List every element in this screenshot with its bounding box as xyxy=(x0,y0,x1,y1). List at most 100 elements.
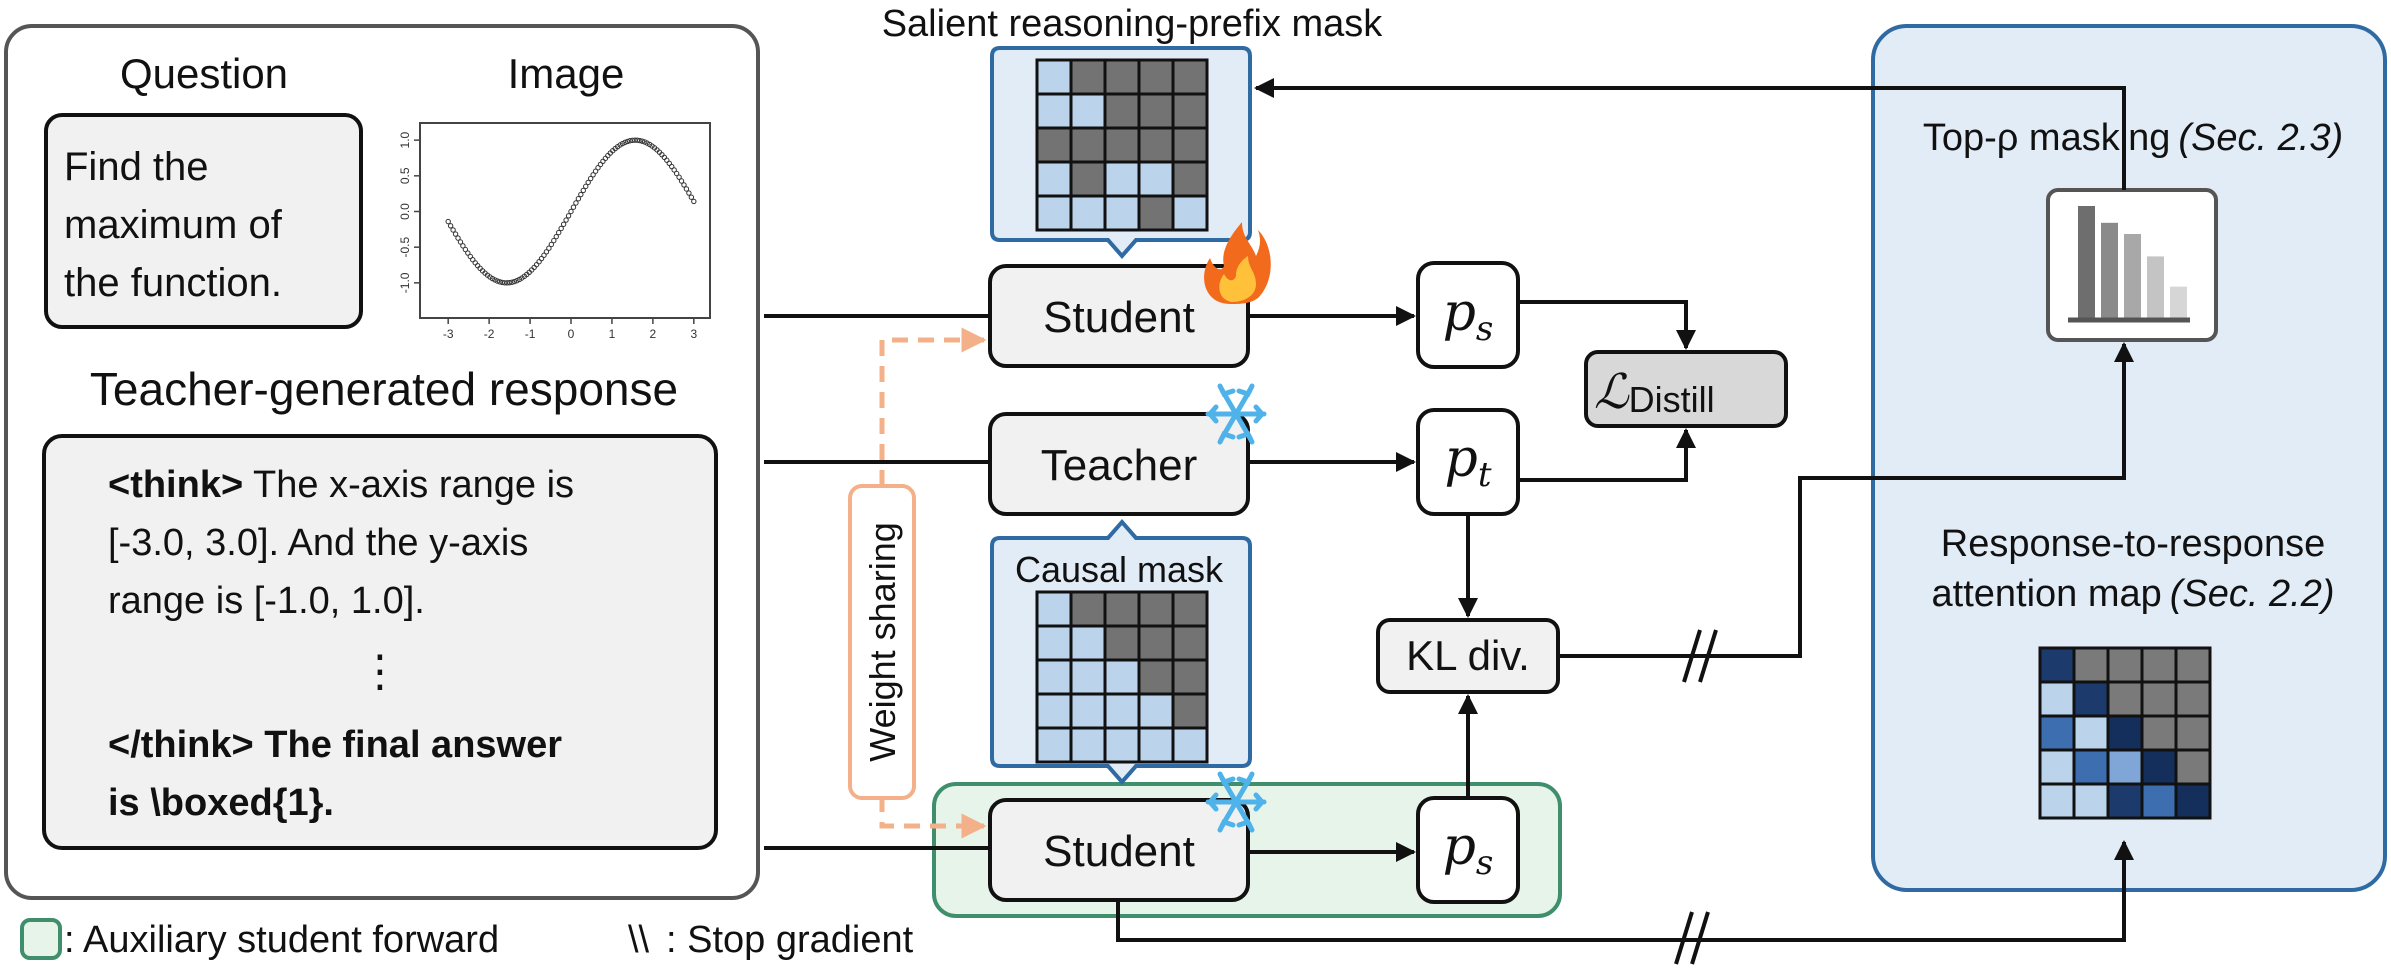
weight-sharing: Weight sharing xyxy=(848,327,987,839)
plot-x-tick: 3 xyxy=(690,327,697,341)
plot-point xyxy=(460,243,466,249)
teacher-label: Teacher xyxy=(1041,441,1198,490)
attention-cell xyxy=(2174,646,2212,684)
plot-point xyxy=(465,250,471,256)
plot-point xyxy=(447,223,454,229)
attention-cell xyxy=(2038,680,2076,718)
attention-cell xyxy=(2106,646,2144,684)
mask-cell xyxy=(1069,658,1107,696)
plot-point xyxy=(673,170,680,177)
plot-point xyxy=(627,138,633,144)
plot-y-tick: 1.0 xyxy=(398,131,412,148)
plot-point xyxy=(578,191,584,198)
mask-cell xyxy=(1137,92,1175,130)
plot-point xyxy=(592,168,599,174)
attention-cell xyxy=(2038,782,2076,820)
plot-point xyxy=(541,252,547,258)
mask-cell xyxy=(1035,692,1073,730)
response-heading: Teacher-generated response xyxy=(90,363,678,415)
attention-cell xyxy=(2140,748,2178,786)
attention-cell xyxy=(2072,714,2110,752)
mask-cell xyxy=(1035,658,1073,696)
causal-mask-grid xyxy=(1035,590,1209,764)
mask-cell xyxy=(1035,160,1073,198)
mask-cell xyxy=(1069,726,1107,764)
mask-cell xyxy=(1137,160,1175,198)
plot-point xyxy=(506,279,513,286)
plot-y-tick: 0.5 xyxy=(398,167,412,184)
plot-point xyxy=(504,280,510,286)
mask-cell xyxy=(1069,92,1107,130)
mask-cell xyxy=(1035,624,1073,662)
mask-cell xyxy=(1103,726,1141,764)
plot-y-tick: 0.0 xyxy=(398,203,412,220)
question-heading: Question xyxy=(120,50,288,97)
plot-x-tick: 0 xyxy=(568,327,575,341)
mask-cell xyxy=(1171,726,1209,764)
mask-cell xyxy=(1069,160,1107,198)
plot-point xyxy=(497,279,503,285)
legend-stop-label: : Stop gradient xyxy=(666,919,914,961)
plot-point xyxy=(683,186,690,192)
attention-cell xyxy=(2106,680,2144,718)
plot-point xyxy=(548,241,555,248)
salient-mask-callout: Salient reasoning-prefix mask xyxy=(882,3,1383,260)
plot-point xyxy=(509,279,515,285)
mask-cell xyxy=(1137,590,1175,628)
plot-x-tick: -2 xyxy=(484,327,495,341)
attention-cell xyxy=(2140,680,2178,718)
plot-point xyxy=(681,182,687,188)
plot-point xyxy=(585,179,591,186)
plot-point xyxy=(624,138,631,145)
plot-x-tick: 1 xyxy=(609,327,616,341)
attention-cell xyxy=(2174,748,2212,786)
mask-cell xyxy=(1035,590,1073,628)
mask-cell xyxy=(1035,194,1073,232)
plot-point xyxy=(494,278,501,284)
svg-text:</think> The final answer: </think> The final answer xyxy=(108,724,562,766)
ps-top-label: ps xyxy=(1443,283,1494,349)
mask-cell xyxy=(1103,590,1141,628)
bar-icon-bar xyxy=(2101,222,2118,318)
legend-aux-swatch xyxy=(20,918,62,960)
snowflake-icon xyxy=(1205,383,1267,445)
mask-cell xyxy=(1137,58,1175,96)
plot-point xyxy=(455,235,461,241)
bar-icon-bar xyxy=(2078,206,2095,318)
attention-cell xyxy=(2106,714,2144,752)
attention-cell xyxy=(2072,646,2110,684)
bar-chart-icon xyxy=(2046,188,2218,342)
mask-cell xyxy=(1103,624,1141,662)
question-box xyxy=(44,113,363,329)
mask-cell xyxy=(1035,126,1073,164)
mask-cell xyxy=(1171,92,1209,130)
svg-text:<think> The x-axis range is: <think> The x-axis range is xyxy=(108,464,574,506)
attention-cell xyxy=(2038,748,2076,786)
mask-cell xyxy=(1069,194,1107,232)
plot-point xyxy=(560,221,567,227)
mask-cell xyxy=(1137,126,1175,164)
mask-cell xyxy=(1069,58,1107,96)
mask-cell xyxy=(1137,658,1175,696)
mask-cell xyxy=(1035,726,1073,764)
bar-icon-bar xyxy=(2124,234,2141,318)
student-bottom-label: Student xyxy=(1043,827,1195,876)
mask-cell xyxy=(1069,590,1107,628)
connections xyxy=(764,78,2134,965)
plot-point xyxy=(558,225,564,232)
mask-cell xyxy=(1103,194,1141,232)
plot-point xyxy=(669,163,675,170)
response-box xyxy=(42,434,718,850)
mask-cell xyxy=(1137,624,1175,662)
plot-y-tick: -0.5 xyxy=(398,237,412,258)
mask-cell xyxy=(1171,194,1209,232)
plot-point xyxy=(575,196,582,202)
mask-cell xyxy=(1103,126,1141,164)
svg-text:⋮: ⋮ xyxy=(358,647,402,696)
plot-point xyxy=(629,137,636,144)
legend-stop-symbol: \\ xyxy=(628,919,650,961)
plot-x-tick: 2 xyxy=(650,327,657,341)
plot-x-tick: -1 xyxy=(525,327,536,341)
pt-label: pt xyxy=(1445,429,1492,495)
